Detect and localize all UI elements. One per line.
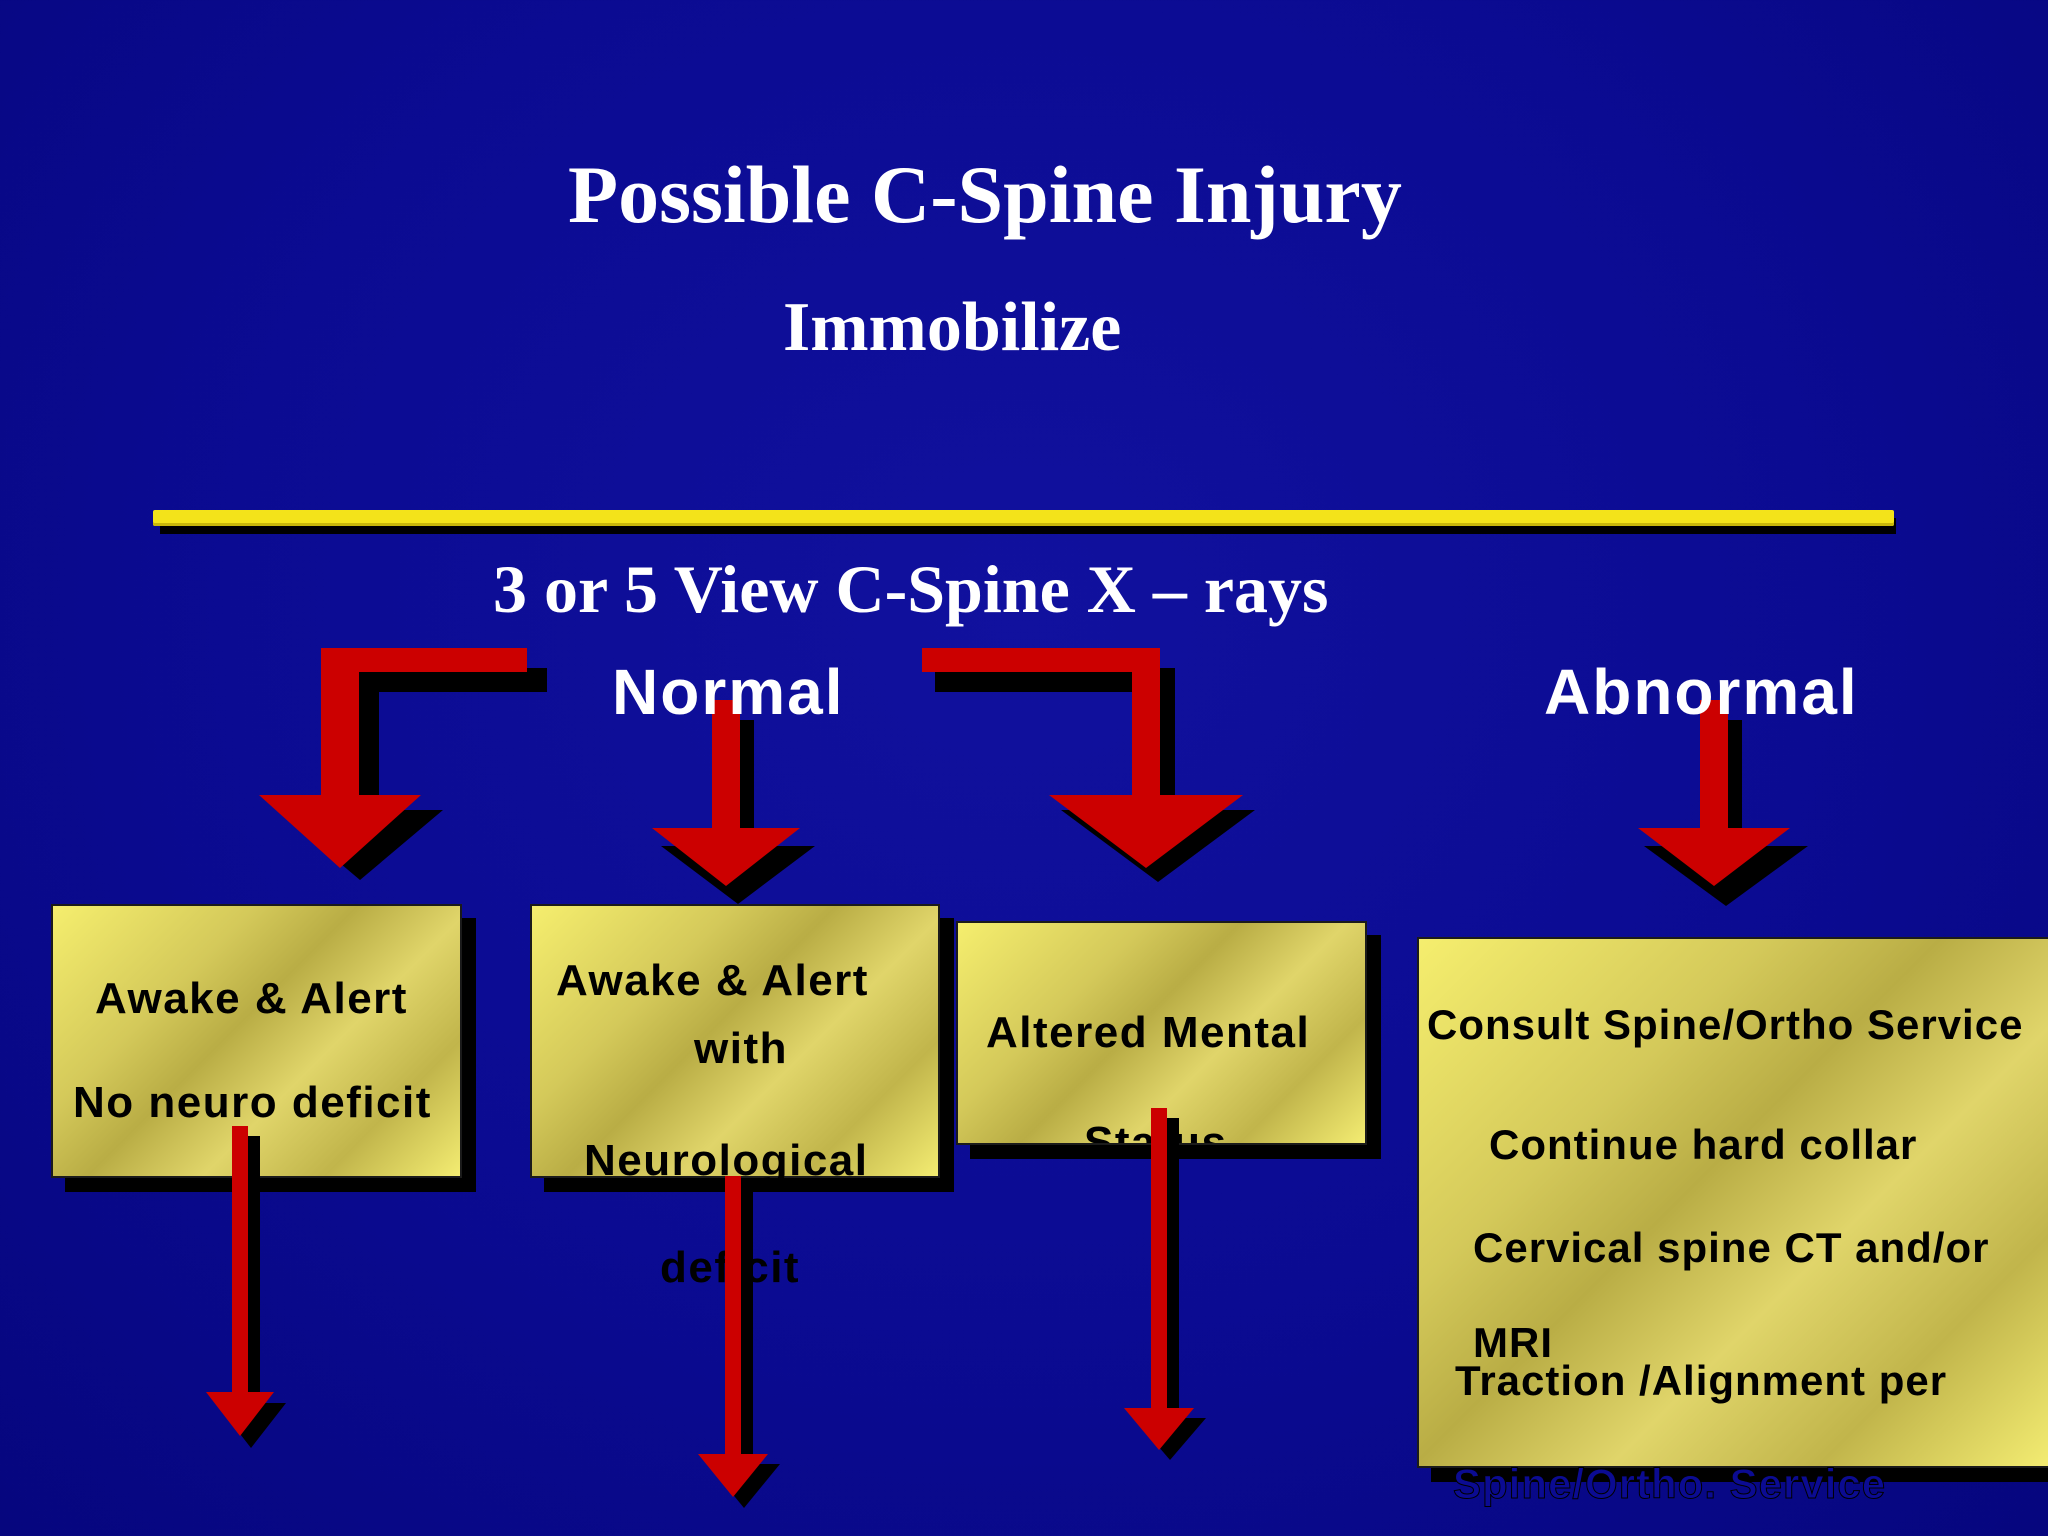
box-awake-no-deficit: Awake & Alert No neuro deficit [51,904,462,1178]
box-line: Altered Mental [986,1008,1311,1057]
box-line: Awake & Alert [95,974,408,1023]
box-line: Consult Spine/Ortho Service [1427,1001,2024,1048]
box-line: with [694,1024,788,1073]
box-awake-neuro-deficit: Awake & Alert with Neurological [530,904,940,1185]
straight-arrow-abnormal [1638,700,1808,906]
branch-label-normal: Normal [612,656,845,728]
elbow-arrow-right [922,648,1255,882]
straight-arrow-normal [652,700,815,904]
box-line: Awake & Alert [556,956,869,1005]
box-altered-mental-status: Altered Mental Status [956,921,1367,1145]
box-line: MRI [1473,1319,1553,1366]
box-abnormal-management: Consult Spine/Ortho Service Continue har… [1417,937,2048,1468]
elbow-arrow-left [259,648,547,880]
down-arrow-box3 [1124,1108,1206,1460]
xray-step-label: 3 or 5 View C-Spine X – rays [493,551,1329,627]
slide-title: Possible C-Spine Injury [568,149,1402,240]
box-overflow-line: Spine/Ortho. Service [1452,1460,1887,1508]
box-line: Continue hard collar [1489,1121,1918,1168]
divider-line [153,510,1894,526]
box-line: Traction /Alignment per [1455,1357,1948,1404]
down-arrow-box1 [206,1126,286,1448]
branch-label-abnormal: Abnormal [1544,656,1859,728]
box-line: No neuro deficit [73,1078,432,1127]
down-arrow-box2 [698,1176,780,1508]
box-line: Cervical spine CT and/or [1473,1224,1990,1271]
slide-subtitle: Immobilize [783,289,1122,366]
